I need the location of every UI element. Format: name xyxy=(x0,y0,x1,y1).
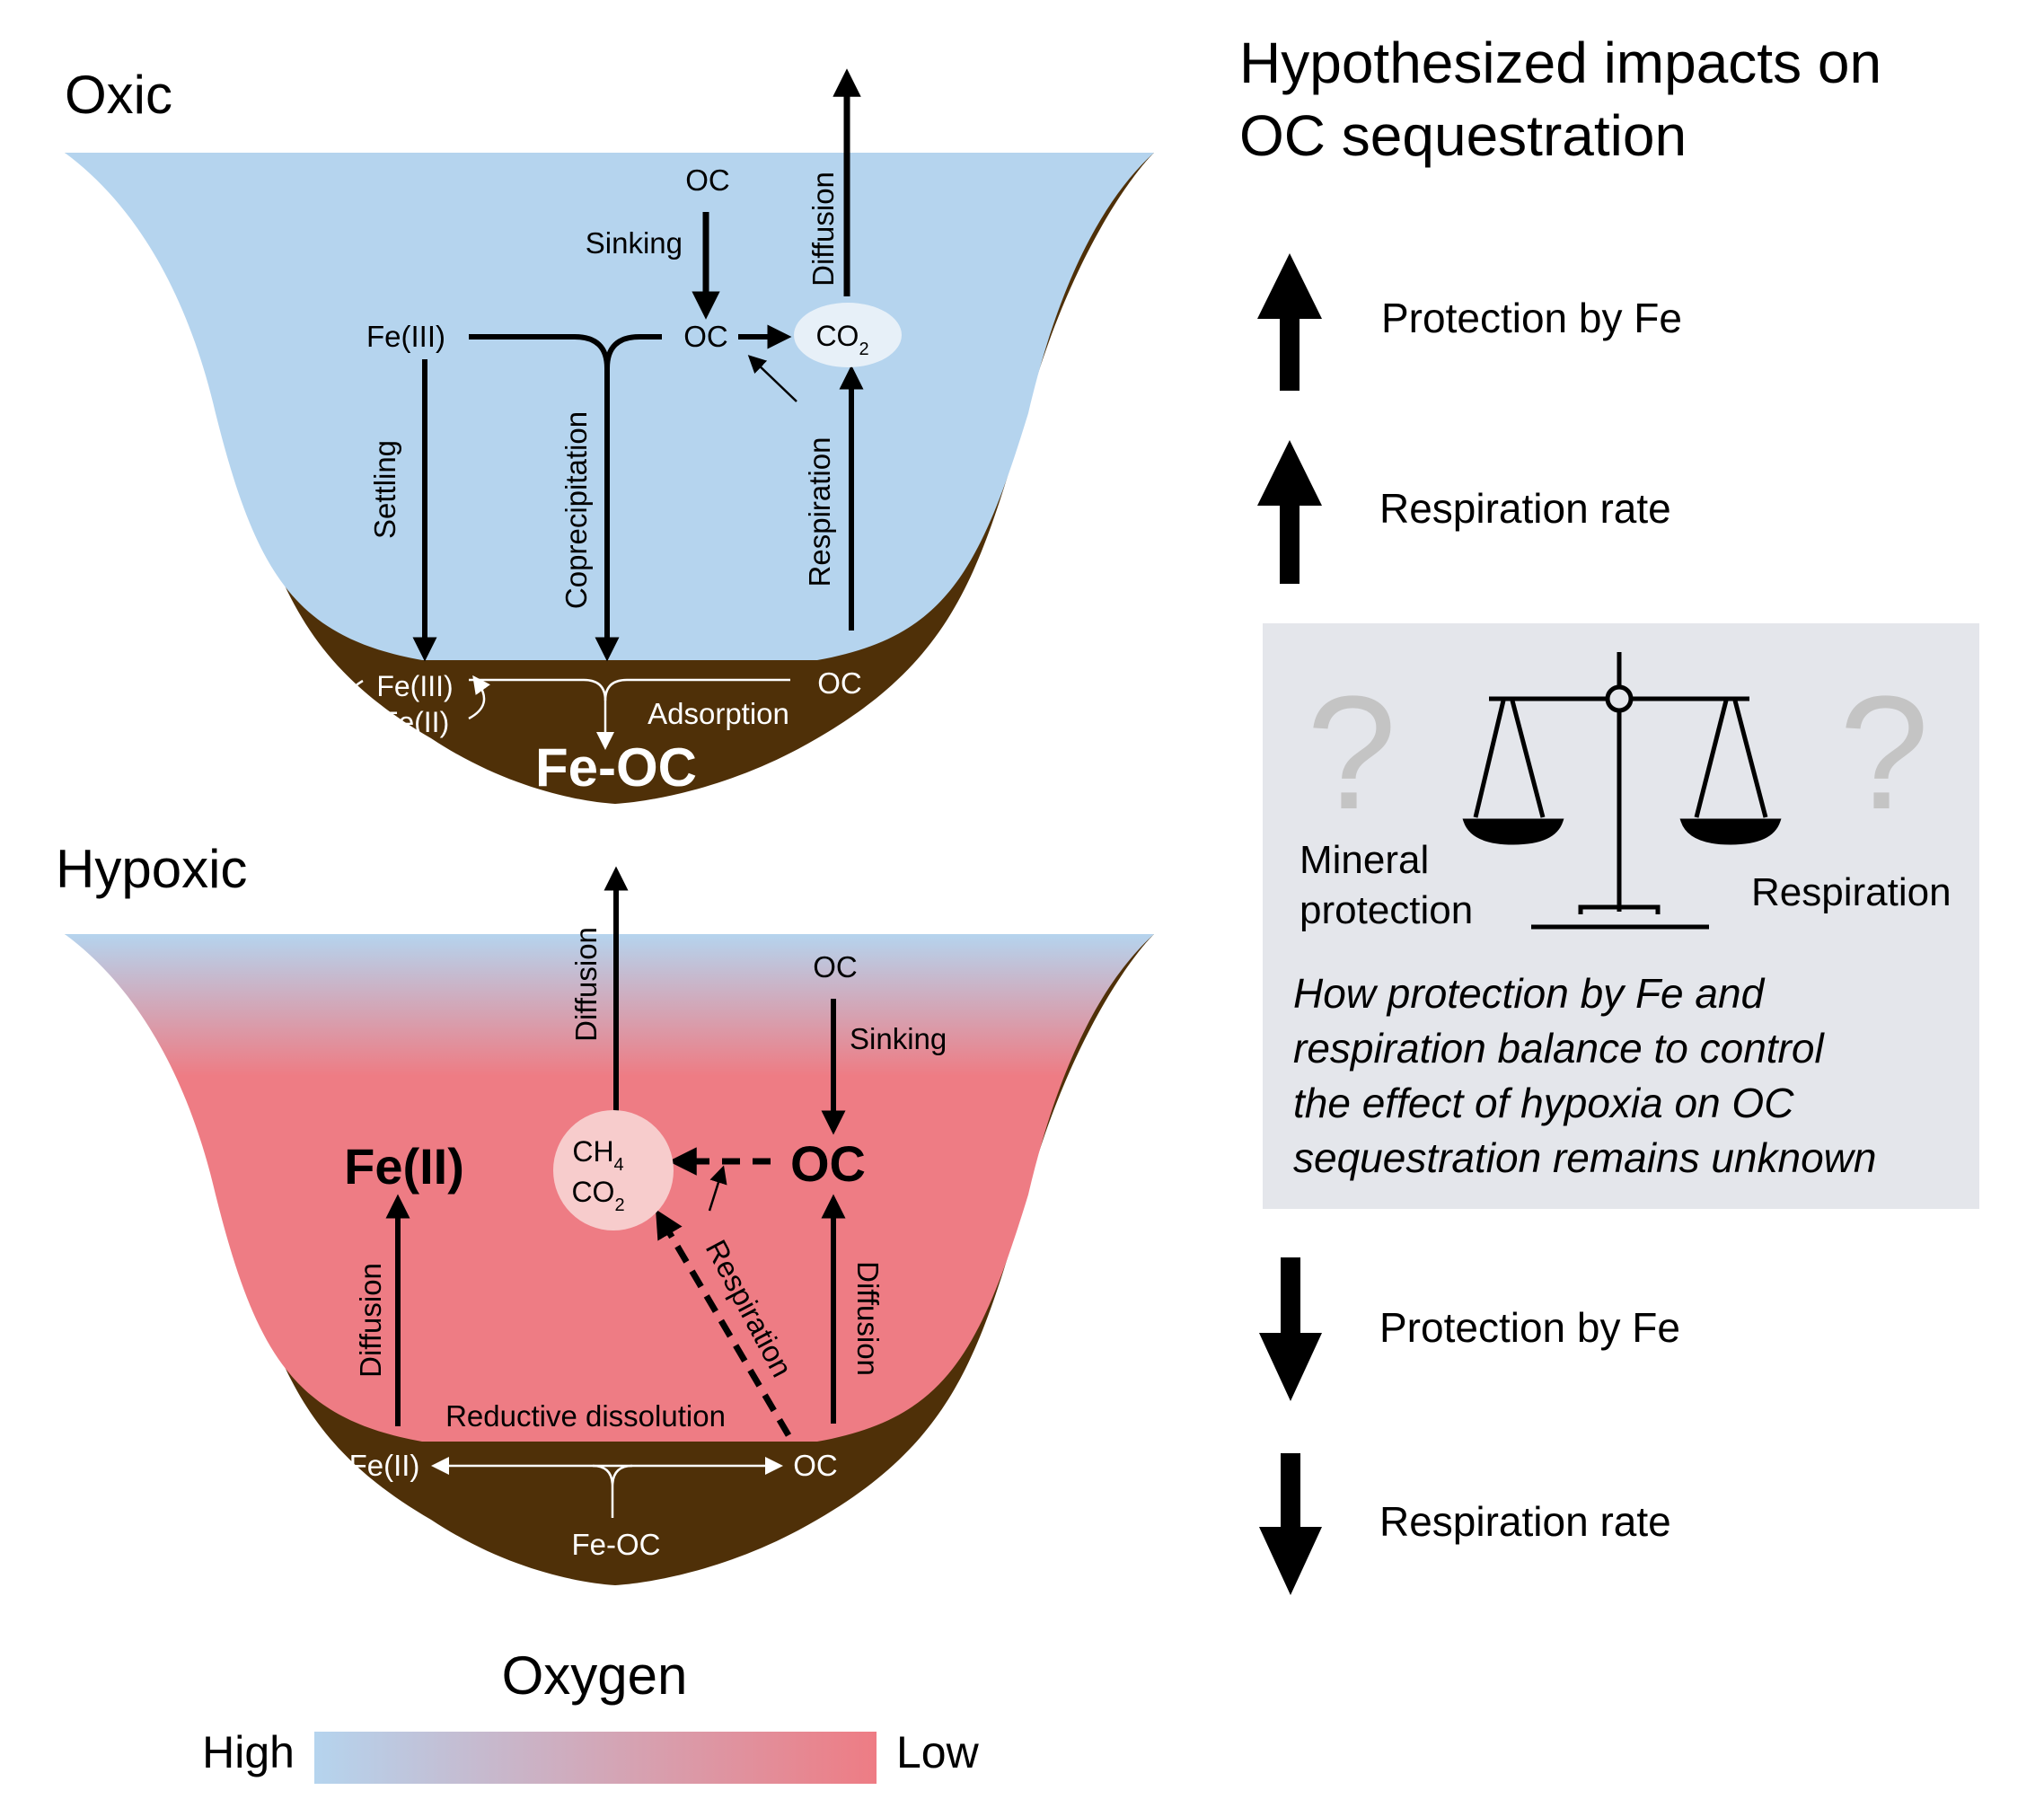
oxic-sed-fe2-label: Fe(II) xyxy=(381,706,449,738)
note-line4: sequestration remains unknown xyxy=(1293,1134,1876,1181)
balance-scale-icon xyxy=(1462,652,1782,930)
hypoxic-fe-oc-stem xyxy=(592,1464,633,1518)
note-line3: the effect of hypoxia on OC xyxy=(1293,1080,1794,1126)
oxic-sed-fe3-label: Fe(III) xyxy=(376,670,453,702)
oxic-redox-cycle-right xyxy=(468,675,490,720)
oxic-fe-oc-label: Fe-OC xyxy=(535,737,697,798)
oxic-coprecip-oc-branch xyxy=(604,334,662,369)
note-line1: How protection by Fe and xyxy=(1293,970,1766,1017)
hypoxic-arrows xyxy=(385,866,846,1437)
oxic-coprecipitation-label: Coprecipitation xyxy=(559,411,593,609)
oxic-co2-bubble xyxy=(794,303,902,367)
oxic-sed-oc-label: OC xyxy=(817,666,862,700)
up-protection-label: Protection by Fe xyxy=(1381,295,1682,341)
legend-low-label: Low xyxy=(896,1727,980,1777)
hypoxic-diffusion-left-label: Diffusion xyxy=(354,1263,387,1378)
hypoxic-respiration-arrow xyxy=(656,1209,792,1437)
down-respiration-label: Respiration rate xyxy=(1379,1498,1671,1545)
oxic-small-arrow xyxy=(747,355,797,402)
question-left-icon: ? xyxy=(1307,663,1396,843)
hypoxic-sinking-label: Sinking xyxy=(850,1022,947,1055)
respiration-side-label: Respiration xyxy=(1751,870,1951,914)
hypoxic-gas-bubble xyxy=(553,1110,674,1230)
legend-title: Oxygen xyxy=(502,1645,688,1706)
oxic-title: Oxic xyxy=(65,65,172,125)
oxic-oc-mid-label: OC xyxy=(683,320,728,353)
hypoxic-basin xyxy=(65,934,1154,1585)
up-arrow-icon xyxy=(1257,253,1322,391)
impacts-heading-line1: Hypothesized impacts on xyxy=(1239,31,1881,95)
oxic-diffusion-label: Diffusion xyxy=(806,172,840,287)
hypoxic-small-arrow xyxy=(708,1165,727,1212)
hypoxic-co2-label: CO2 xyxy=(571,1176,624,1215)
oxic-co2-label: CO2 xyxy=(815,320,868,359)
oxic-fe3-label: Fe(III) xyxy=(366,320,445,353)
question-right-icon: ? xyxy=(1839,663,1929,843)
down-arrow-icon xyxy=(1259,1257,1322,1401)
legend-high-label: High xyxy=(202,1727,295,1777)
hypoxic-oc-top-label: OC xyxy=(813,950,858,983)
oxic-sediment-arrows xyxy=(339,675,790,750)
oxic-redox-cycle-left xyxy=(339,679,364,727)
down-protection-label: Protection by Fe xyxy=(1379,1304,1680,1351)
oxic-arrows xyxy=(412,68,864,662)
hypoxic-diffusion-top-label: Diffusion xyxy=(569,927,603,1042)
impacts-heading-line2: OC sequestration xyxy=(1239,103,1687,168)
oxic-respiration-label: Respiration xyxy=(803,437,836,587)
oxic-settling-label: Settling xyxy=(368,440,401,539)
mineral-protection-line1: Mineral xyxy=(1300,838,1429,882)
oxic-sinking-label: Sinking xyxy=(586,226,683,260)
legend-gradient-bar xyxy=(314,1732,877,1784)
oxic-adsorption-line xyxy=(604,678,790,701)
hypoxic-sed-oc-label: OC xyxy=(793,1449,838,1482)
hypoxic-reductive-label: Reductive dissolution xyxy=(445,1399,726,1433)
hypoxic-oc-mid-label: OC xyxy=(790,1135,866,1192)
up-arrow-icon xyxy=(1257,440,1322,584)
mineral-protection-line2: protection xyxy=(1300,888,1473,932)
oxic-oc-top-label: OC xyxy=(685,163,730,197)
hypoxic-fe2-label: Fe(II) xyxy=(344,1138,464,1195)
hypoxic-ch4-label: CH4 xyxy=(572,1135,623,1175)
hypoxic-sediment-arrows xyxy=(431,1457,783,1518)
up-respiration-label: Respiration rate xyxy=(1379,485,1671,532)
hypoxic-diffusion-right-label: Diffusion xyxy=(851,1261,885,1376)
hypoxic-title: Hypoxic xyxy=(56,839,247,899)
hypoxic-sed-fe2-label: Fe(II) xyxy=(349,1449,420,1482)
oxic-adsorption-label: Adsorption xyxy=(648,697,789,730)
down-arrow-icon xyxy=(1259,1453,1322,1595)
note-line2: respiration balance to control xyxy=(1293,1025,1825,1072)
hypoxic-fe-oc-label: Fe-OC xyxy=(572,1528,661,1561)
